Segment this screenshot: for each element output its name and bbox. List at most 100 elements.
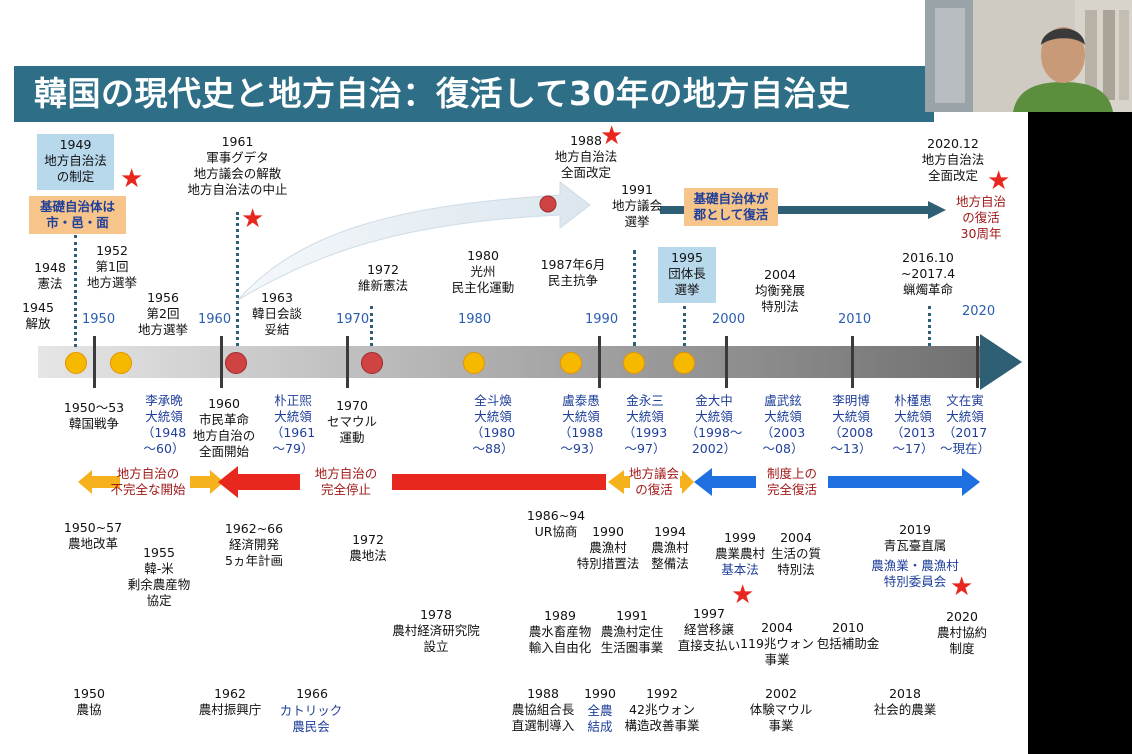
presenter-image [925,0,1132,112]
agri-1997: 1997 経営移譲 直接支払い [677,606,741,653]
president-kimys: 金永三 大統領 （1993 ～97） [622,393,668,456]
event-1960-revolution: 1960 市民革命 地方自治の 全面開始 [192,396,256,459]
decade-2000: 2000 [712,312,746,327]
event-saemaul: 1970 セマウル 運動 [326,398,377,445]
star-1988: ★ [600,121,624,151]
president-lee: 李明博 大統領 （2008 ～13） [828,393,874,456]
title-bar: 韓国の現代史と地方自治：復活して30年の地方自治史 [14,66,934,122]
president-chun: 全斗煥 大統領 （1980 ～88） [470,393,516,456]
gun-note: 基礎自治体が 郡として復活 [693,191,769,222]
connector-2016 [928,306,931,346]
agri-1990b: 1990 [584,686,616,701]
event-1963: 1963 韓日会談 妥結 [251,290,302,337]
event-1948: 1948 憲法 [34,260,66,291]
webcam-video [925,0,1132,112]
agri-1988: 1988 農協組合長 直選制導入 [511,686,575,733]
event-1956: 1956 第2回 地方選挙 [137,290,188,337]
tick-2020 [976,336,979,388]
tick-2010 [851,336,854,388]
restoration-arrowhead [928,201,946,219]
connector-1995 [683,306,686,346]
agri-1962-66: 1962~66 経済開発 5ヵ年計画 [224,521,284,568]
tick-1950 [93,336,96,388]
box-1949 [37,134,114,190]
phase-stop: 地方自治の 完全停止 [314,466,378,497]
decade-1990: 1990 [585,312,619,327]
phase-arrow-red-mid [392,474,606,490]
timeline-arrowhead [980,334,1022,390]
agri-1955: 1955 韓-米 剰余農産物 協定 [127,545,191,608]
star-2020: ★ [987,166,1011,196]
dot-1980 [463,352,485,374]
president-park: 朴正煕 大統領 （1961 ～79） [270,393,316,456]
tick-1960 [220,336,223,388]
president-kimdj: 金大中 大統領 （1998～ 2002） [685,393,743,456]
agri-1966: 1966 [296,686,328,701]
phase-arrow-orange-4 [680,470,694,494]
agri-1999: 1999 農業農村 [714,530,765,561]
decade-1950: 1950 [82,312,116,327]
agri-2002: 2002 体験マウル 事業 [749,686,813,733]
agri-1989: 1989 農水畜産物 輸入自由化 [528,608,592,655]
event-2016: 2016.10 ~2017.4 蝋燭革命 [900,250,956,297]
dot-1987 [560,352,582,374]
agri-2010: 2010 包括補助金 [816,620,880,651]
dot-1961 [225,352,247,374]
event-1991: 1991 地方議会 選挙 [611,182,662,229]
event-1980: 1980 光州 民主化運動 [451,248,515,295]
president-parkgh: 朴槿恵 大統領 （2013 ～17） [890,393,936,456]
agri-2018: 2018 社会的農業 [873,686,937,717]
tick-1970 [346,336,349,388]
phase-arrow-orange-2 [190,470,224,494]
agri-2019: 2019 青瓦臺直属 [883,522,947,553]
event-2020-revival: 地方自治 の復活 30周年 [955,194,1006,241]
agri-1990: 1990 農漁村 特別措置法 [576,524,640,571]
star-1961: ★ [241,204,265,234]
phase-arrow-orange-3 [608,470,630,494]
star-1999: ★ [731,580,755,610]
event-1995: 1995 団体長 選挙 [668,250,706,297]
agri-1962: 1962 農村振興庁 [198,686,262,717]
tick-2000 [725,336,728,388]
phase-arrow-blue-left [694,468,756,496]
president-rohmh: 盧武鉉 大統領 （2003 ～08） [760,393,806,456]
president-roh: 盧泰愚 大統領 （1988 ～93） [558,393,604,456]
agri-1994: 1994 農漁村 整備法 [651,524,689,571]
tick-1990 [598,336,601,388]
event-2020: 2020.12 地方自治法 全面改定 [921,136,985,183]
president-rhee: 李承晩 大統領 （1948 ～60） [141,393,187,456]
phase-arrow-red-right [600,474,606,490]
connector-1949 [74,235,77,347]
agri-1972: 1972 農地法 [349,532,387,563]
agri-1991: 1991 農漁村定住 生活圏事業 [600,608,664,655]
event-1961: 1961 軍事グデタ 地方議会の解散 地方自治法の中止 [187,134,288,197]
phase-revival: 地方議会 の復活 [628,466,679,497]
phase-arrow-red-left [218,466,300,498]
agri-2020: 2020 農村協約 制度 [936,609,987,656]
dot-1991 [623,352,645,374]
box-gun [684,188,778,226]
event-1988: 1988 地方自治法 全面改定 [554,133,618,180]
decade-1980: 1980 [458,312,492,327]
event-war: 1950～53 韓国戦争 [63,400,125,431]
timeline-bar [38,346,983,378]
agri-1966-catholic: カトリック 農民会 [279,703,343,734]
phase-arrow-blue-right [828,468,980,496]
event-1945: 1945 解放 [22,300,54,331]
agri-1950-57: 1950~57 農地改革 [63,520,123,551]
agri-1986: 1986~94 UR協商 [526,508,586,539]
agri-1990-zennou: 全農 結成 [587,703,613,734]
event-1972: 1972 維新憲法 [357,262,408,293]
agri-1999-law: 基本法 [721,562,759,577]
kiso-note: 基礎自治体は 市・邑・面 [39,199,115,230]
president-moon: 文在寅 大統領 （2017 ～現在） [939,393,990,456]
curved-arrow [237,180,591,301]
star-1949: ★ [120,164,144,194]
event-2004: 2004 均衡発展 特別法 [754,267,805,314]
decade-2010: 2010 [838,312,872,327]
decade-2020: 2020 [962,304,996,319]
agri-2004b: 2004 119兆ウォン 事業 [740,620,814,667]
timeline-graphics [38,180,1022,498]
event-1987: 1987年6月 民主抗争 [540,257,606,288]
connector-1972 [370,306,373,346]
